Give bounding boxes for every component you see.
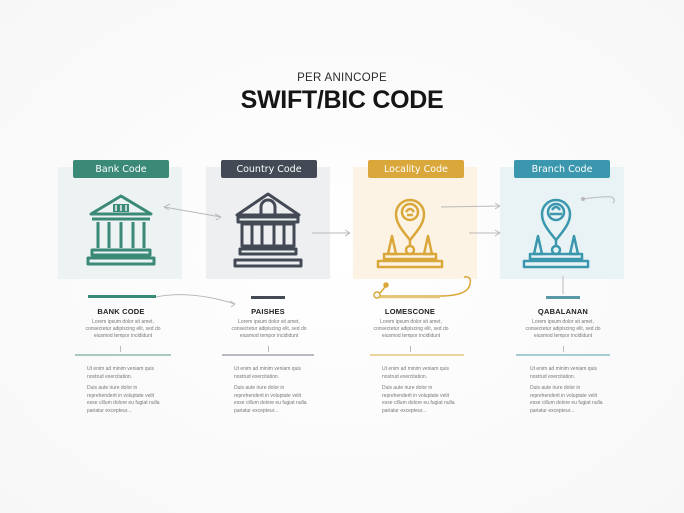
branch-code-label: QABALANAN bbox=[537, 307, 589, 316]
branch-code-divider bbox=[546, 296, 580, 299]
branch-code-body-paragraph: Duis aute irure dolor in reprehenderit i… bbox=[530, 385, 603, 414]
locality-code-tick bbox=[410, 346, 411, 352]
country-code-body-paragraph: Duis aute irure dolor in reprehenderit i… bbox=[234, 385, 307, 414]
page-title: SWIFT/BIC CODE bbox=[240, 86, 444, 114]
bank-code-label: BANK CODE bbox=[97, 307, 145, 316]
locality-code-body-paragraph: Duis aute irure dolor in reprehenderit i… bbox=[382, 385, 455, 414]
bank-code-underline bbox=[75, 354, 171, 356]
locality-code-body: Ut enim ad minim veniam quis nostrud exe… bbox=[382, 366, 460, 419]
country-code-badge: Country Code bbox=[221, 160, 317, 178]
locality-code-body-lead: Ut enim ad minim veniam quis nostrud exe… bbox=[382, 366, 449, 380]
bank-code-body-lead: Ut enim ad minim veniam quis nostrud exe… bbox=[87, 366, 154, 380]
country-code-body: Ut enim ad minim veniam quis nostrud exe… bbox=[234, 366, 312, 419]
government-building-icon bbox=[233, 192, 303, 268]
country-code-body-lead: Ut enim ad minim veniam quis nostrud exe… bbox=[234, 366, 301, 380]
bank-code-description: Lorem ipsum dolor sit amet, consectetur … bbox=[85, 319, 161, 339]
location-pin-icon bbox=[376, 198, 444, 269]
branch-pin-icon bbox=[522, 198, 590, 269]
bank-code-badge: Bank Code bbox=[73, 160, 169, 178]
country-code-tick bbox=[268, 346, 269, 352]
locality-code-underline bbox=[370, 354, 464, 356]
bank-code-tick bbox=[120, 346, 121, 352]
locality-code-badge: Locality Code bbox=[368, 160, 464, 178]
locality-code-label: LOMESCONE bbox=[384, 307, 436, 316]
page-subtitle: PER ANINCOPE bbox=[297, 72, 387, 84]
locality-code-description: Lorem ipsum dolor sit amet, consectetur … bbox=[373, 319, 449, 339]
country-code-divider bbox=[251, 296, 285, 299]
bank-code-body: Ut enim ad minim veniam quis nostrud exe… bbox=[87, 366, 165, 419]
branch-code-underline bbox=[516, 354, 610, 356]
bank-building-icon bbox=[86, 194, 156, 266]
branch-code-body: Ut enim ad minim veniam quis nostrud exe… bbox=[530, 366, 608, 419]
branch-code-body-lead: Ut enim ad minim veniam quis nostrud exe… bbox=[530, 366, 597, 380]
country-code-description: Lorem ipsum dolor sit amet, consectetur … bbox=[231, 319, 307, 339]
bank-code-body-paragraph: Duis aute irure dolor in reprehenderit i… bbox=[87, 385, 160, 414]
country-code-underline bbox=[222, 354, 314, 356]
branch-code-description: Lorem ipsum dolor sit amet, consectetur … bbox=[525, 319, 601, 339]
bank-code-divider bbox=[88, 295, 156, 298]
branch-code-tick bbox=[563, 346, 564, 352]
branch-code-badge: Branch Code bbox=[514, 160, 610, 178]
country-code-label: PAISHES bbox=[251, 307, 285, 316]
